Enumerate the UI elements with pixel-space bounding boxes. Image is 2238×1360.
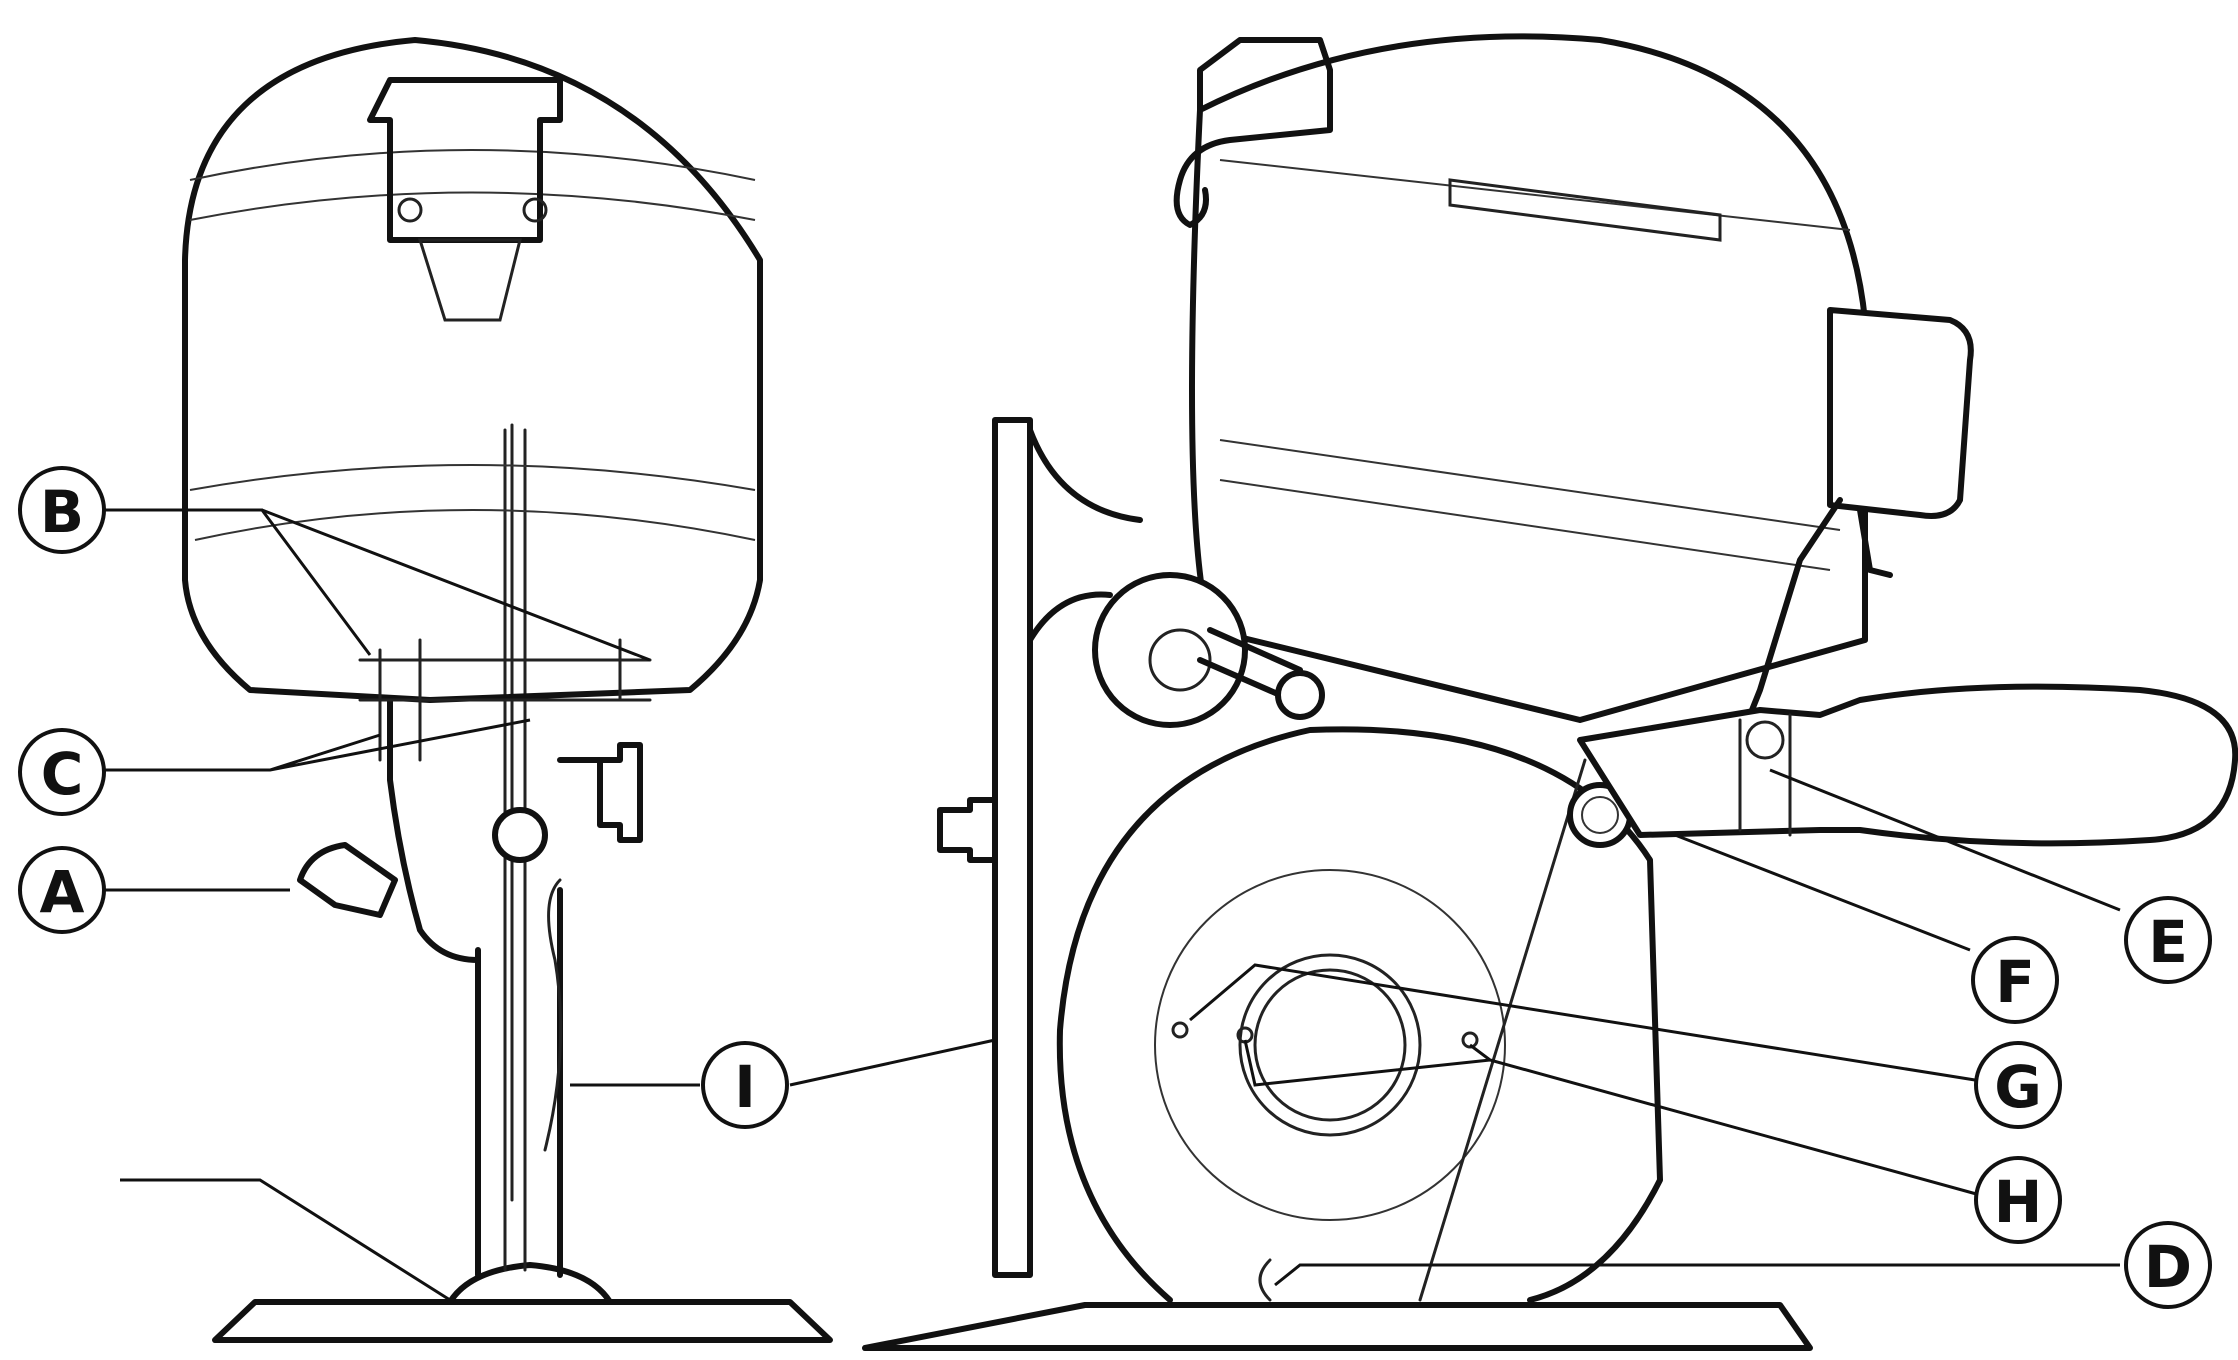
- front-base-dome: [447, 1262, 613, 1305]
- callout-f-label: F: [1995, 948, 2035, 1016]
- front-base: [212, 1299, 833, 1343]
- front-motor-bands: [189, 149, 756, 541]
- leader-h: [1243, 1039, 1981, 1197]
- side-hole-h-right: [1461, 1031, 1479, 1049]
- front-view: [182, 37, 833, 1343]
- side-motor-housing: [1189, 33, 1868, 723]
- leader-f: [1674, 833, 1971, 952]
- front-blade-ball: [492, 807, 548, 863]
- callout-h: H: [1974, 1156, 2062, 1244]
- leader-d: [1274, 1263, 2120, 1287]
- front-top-plate: [417, 238, 522, 322]
- callout-c-label: C: [41, 740, 84, 808]
- side-idler-roller: [1092, 572, 1248, 728]
- leader-i-right: [789, 1038, 996, 1087]
- side-top-hook: [1173, 37, 1333, 228]
- front-column: [475, 887, 563, 1278]
- leader-g: [1189, 963, 1976, 1082]
- callout-f: F: [1971, 936, 2059, 1024]
- callout-e-label: E: [2148, 908, 2188, 976]
- callout-h-label: H: [1994, 1168, 2043, 1236]
- leader-e: [1769, 768, 2121, 912]
- side-wheel-hub-inner: [1253, 968, 1407, 1122]
- front-drive-housing: [387, 697, 603, 963]
- side-upright-knob: [937, 797, 998, 863]
- callout-d-label: D: [2144, 1233, 2192, 1301]
- side-motor-bands: [1219, 159, 1851, 571]
- front-top-clamp: [367, 77, 563, 243]
- side-motor-slot: [1448, 178, 1722, 242]
- callout-i-label: I: [734, 1053, 756, 1121]
- side-view: [862, 33, 2238, 1351]
- side-upright-brace: [1027, 427, 1143, 643]
- side-blade-diagonal: [1418, 758, 1587, 1302]
- side-switch-box: [1827, 307, 1974, 519]
- side-wheel-hub: [1238, 953, 1422, 1137]
- leader-c: [105, 718, 531, 772]
- side-base: [862, 1302, 1813, 1351]
- callout-b: B: [18, 466, 106, 554]
- callout-g-label: G: [1994, 1053, 2042, 1121]
- side-handle-clamp: [1738, 713, 1792, 837]
- callout-e: E: [2124, 896, 2212, 984]
- side-plug-d: [1258, 1258, 1272, 1302]
- side-pulley-f-inner: [1581, 796, 1619, 834]
- callout-a: A: [18, 846, 106, 934]
- front-screw-left: [397, 197, 423, 223]
- callout-b-label: B: [40, 478, 84, 546]
- side-wheel: [1056, 726, 1663, 1303]
- side-idler-hub: [1148, 628, 1212, 692]
- callout-i: I: [701, 1041, 789, 1129]
- side-idler-pin: [1275, 670, 1325, 720]
- front-gears: [358, 638, 652, 762]
- side-upright: [992, 417, 1033, 1278]
- leader-b: [105, 508, 651, 662]
- side-handle-screw: [1745, 720, 1785, 760]
- front-knob: [597, 742, 643, 843]
- side-hole-g: [1171, 1021, 1189, 1039]
- front-side-tube: [297, 842, 398, 918]
- leader-ground: [120, 1178, 451, 1302]
- callout-a-label: A: [40, 858, 85, 926]
- callout-c: C: [18, 728, 106, 816]
- side-wheel-ring: [1154, 869, 1506, 1221]
- callout-g: G: [1974, 1041, 2062, 1129]
- side-idler-arm: [1197, 627, 1303, 698]
- front-motor-housing: [182, 37, 763, 703]
- leader-lines: [105, 508, 2121, 1302]
- callout-d: D: [2124, 1221, 2212, 1309]
- side-handle: [1577, 683, 2238, 847]
- front-screw-right: [522, 197, 548, 223]
